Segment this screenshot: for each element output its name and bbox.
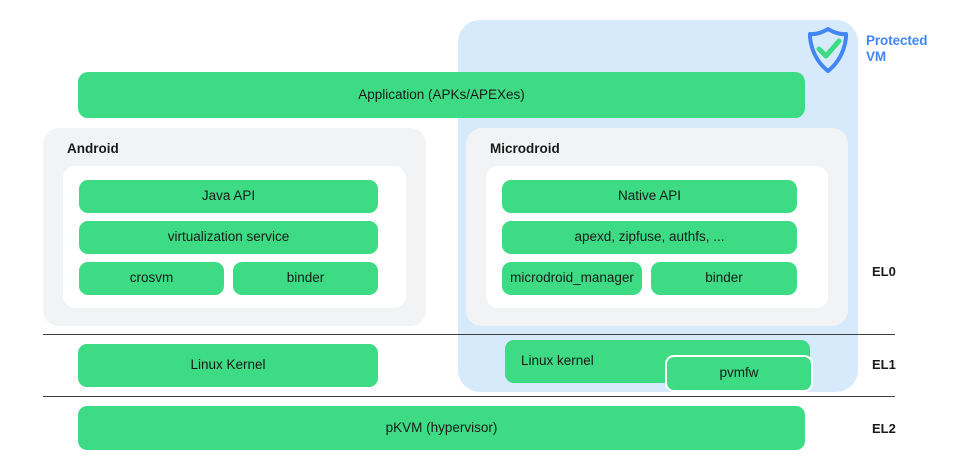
microdroid-binder-box: binder [651,262,797,295]
microdroid-manager-box: microdroid_manager [502,262,642,295]
protected-vm-label: Protected VM [866,33,952,65]
android-virtualization-service-box: virtualization service [79,221,378,254]
exception-level-el1: EL1 [872,357,896,372]
shield-check-icon [806,26,850,74]
protected-vm-label-line1: Protected [866,33,928,48]
android-java-api-box: Java API [79,180,378,213]
application-box: Application (APKs/APEXes) [78,72,805,118]
microdroid-services-box: apexd, zipfuse, authfs, ... [502,221,797,254]
android-panel: Android Java API virtualization service … [43,128,426,326]
divider-el0-el1 [43,334,895,335]
protected-vm-label-line2: VM [866,49,887,64]
android-crosvm-box: crosvm [79,262,224,295]
divider-el1-el2 [43,396,895,397]
linux-kernel-android-box: Linux Kernel [78,344,378,387]
microdroid-panel: Microdroid Native API apexd, zipfuse, au… [466,128,848,326]
android-binder-box: binder [233,262,378,295]
exception-level-el2: EL2 [872,421,896,436]
pkvm-hypervisor-box: pKVM (hypervisor) [78,406,805,450]
exception-level-el0: EL0 [872,264,896,279]
microdroid-native-api-box: Native API [502,180,797,213]
android-title: Android [67,141,119,156]
microdroid-title: Microdroid [490,141,560,156]
pvmfw-box: pvmfw [665,355,813,392]
